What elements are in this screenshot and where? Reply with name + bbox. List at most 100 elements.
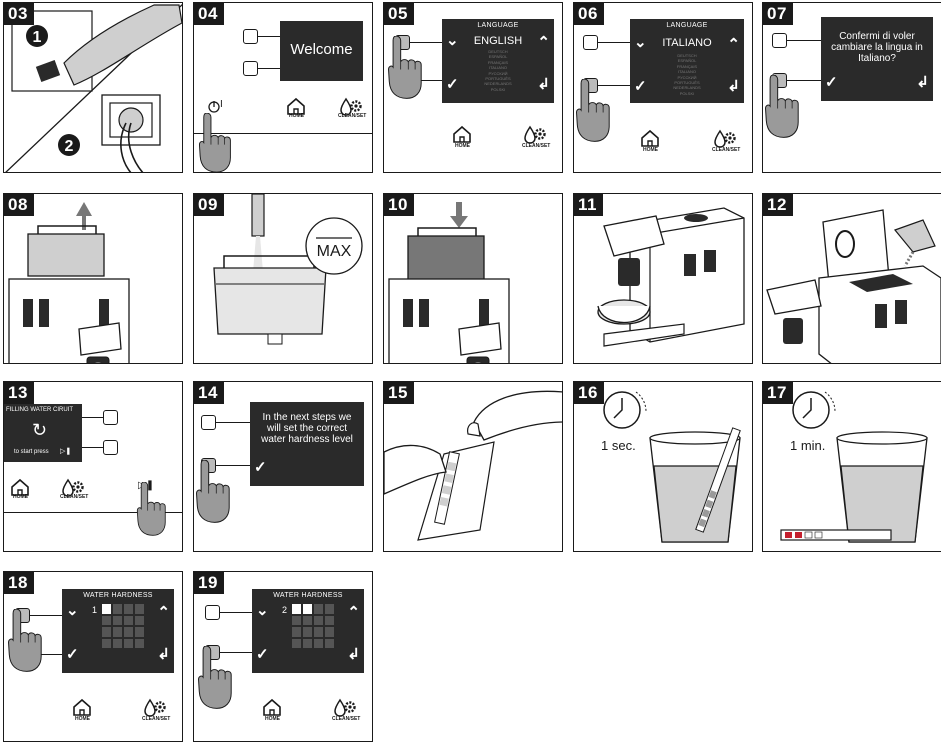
chevron-down-icon[interactable]: ⌄: [446, 32, 459, 49]
confirm-message: Confermi di voler cambiare la lingua in …: [831, 31, 923, 64]
check-icon[interactable]: ✓: [446, 76, 459, 93]
plug-illustration: 1 2: [4, 3, 182, 172]
strip-wait-illustration: [780, 391, 928, 543]
return-icon[interactable]: ↲: [537, 76, 550, 93]
return-icon[interactable]: ↲: [916, 74, 929, 91]
home-icon[interactable]: [262, 698, 282, 718]
filling-title: FILLING WATER CIRUIT: [6, 407, 74, 413]
home-icon[interactable]: [452, 125, 472, 145]
step-panel-18: 18 WATER HARDNESS 1 ⌄ ⌃ ✓ ↲ HOME CLEAN/S…: [3, 571, 183, 742]
max-label: MAX: [317, 243, 352, 260]
hand-icon: [196, 460, 230, 523]
step-number: 18: [4, 572, 34, 594]
language-title: LANGUAGE: [477, 22, 519, 29]
filling-screen: FILLING WATER CIRUIT ↻ to start press ▷❚: [4, 404, 82, 462]
hardness-intro-message: In the next steps we will set the correc…: [261, 412, 353, 445]
return-icon[interactable]: ↲: [347, 646, 360, 663]
leader-line: [410, 80, 442, 81]
step-number: 09: [194, 194, 224, 216]
leader-line: [410, 42, 442, 43]
cancel-button[interactable]: [772, 33, 787, 48]
step-panel-03: 03 1 2: [3, 2, 183, 173]
step-number: 12: [763, 194, 793, 216]
check-icon[interactable]: ✓: [256, 646, 269, 663]
leader-line: [220, 652, 252, 653]
time-label: 1 sec.: [601, 438, 636, 453]
leader-line: [82, 447, 103, 448]
chevron-down-icon[interactable]: ⌄: [66, 602, 79, 619]
clean-set-icon[interactable]: [334, 698, 356, 718]
clean-set-icon[interactable]: [144, 698, 166, 718]
return-icon[interactable]: ↲: [157, 646, 170, 663]
step-number: 03: [4, 3, 34, 25]
tank-filling-illustration: MAX: [213, 194, 363, 345]
step-panel-15: 15: [383, 381, 563, 552]
step-panel-04: 04 Welcome I HOME CLEAN/SET: [193, 2, 373, 173]
chevron-down-icon[interactable]: ⌄: [634, 34, 647, 51]
machine-tank-removal-illustration: [8, 202, 130, 363]
home-label: HOME: [265, 716, 280, 722]
clean-set-label: CLEAN/SET: [522, 143, 551, 149]
home-icon[interactable]: [72, 698, 92, 718]
hardness-level: 1: [92, 605, 98, 615]
home-icon[interactable]: [640, 129, 660, 149]
leader-line: [82, 417, 103, 418]
leader-line: [258, 36, 280, 37]
message-screen: In the next steps we will set the correc…: [250, 402, 364, 486]
leader-line: [216, 422, 250, 423]
play-pause-icon: ▷❚: [60, 448, 72, 455]
down-button[interactable]: [583, 35, 598, 50]
selected-language: ITALIANO: [662, 37, 712, 49]
step-number: 10: [384, 194, 414, 216]
hand-icon: [198, 113, 231, 172]
chevron-up-icon[interactable]: ⌃: [347, 604, 360, 621]
leader-line: [30, 615, 62, 616]
hand-icon: [388, 36, 422, 99]
check-icon[interactable]: ✓: [66, 646, 79, 663]
hand-icon: [8, 609, 42, 672]
check-icon[interactable]: ✓: [634, 78, 647, 95]
up-button[interactable]: [243, 29, 258, 44]
return-icon[interactable]: ↲: [727, 78, 740, 95]
power-label: I: [220, 99, 223, 110]
step-panel-13: 13 FILLING WATER CIRUIT ↻ to start press…: [3, 381, 183, 552]
base-line: [194, 133, 372, 134]
hardness-screen: WATER HARDNESS 2 ⌄ ⌃ ✓ ↲: [252, 589, 364, 673]
up-button[interactable]: [103, 410, 118, 425]
clean-set-label: CLEAN/SET: [712, 147, 741, 153]
step-panel-17: 17 1 min.: [762, 381, 941, 552]
chevron-up-icon[interactable]: ⌃: [727, 36, 740, 53]
machine-tank-insert-illustration: [388, 202, 510, 363]
down-button[interactable]: [243, 61, 258, 76]
clean-set-icon[interactable]: [714, 129, 736, 149]
leader-line: [598, 85, 630, 86]
language-title: LANGUAGE: [666, 22, 708, 29]
power-icon[interactable]: [204, 99, 224, 119]
up-button[interactable]: [201, 415, 216, 430]
step-panel-07: 07 Confermi di voler cambiare la lingua …: [762, 2, 941, 173]
step-number: 06: [574, 3, 604, 25]
step-panel-19: 19 WATER HARDNESS 2 ⌄ ⌃ ✓ ↲ HOME CLEAN/S…: [193, 571, 373, 742]
chevron-up-icon[interactable]: ⌃: [537, 34, 550, 51]
step-number: 19: [194, 572, 224, 594]
hand-icon: [576, 79, 610, 142]
test-strip-illustration: [384, 390, 562, 541]
hardness-title: WATER HARDNESS: [273, 592, 343, 599]
strip-dip-illustration: [603, 391, 741, 543]
check-icon[interactable]: ✓: [825, 74, 838, 91]
down-button[interactable]: [103, 440, 118, 455]
chevron-up-icon[interactable]: ⌃: [157, 604, 170, 621]
check-icon[interactable]: ✓: [254, 459, 267, 476]
down-button[interactable]: [205, 605, 220, 620]
display-screen: Welcome: [280, 21, 363, 81]
step-panel-08: 08: [3, 193, 183, 364]
step-panel-09: 09 MAX: [193, 193, 373, 364]
leader-line: [216, 465, 250, 466]
clean-set-icon[interactable]: [524, 125, 546, 145]
leader-line: [220, 612, 252, 613]
chevron-down-icon[interactable]: ⌄: [256, 602, 269, 619]
machine-open-lid-illustration: [766, 209, 941, 363]
clean-set-label: CLEAN/SET: [142, 716, 171, 722]
